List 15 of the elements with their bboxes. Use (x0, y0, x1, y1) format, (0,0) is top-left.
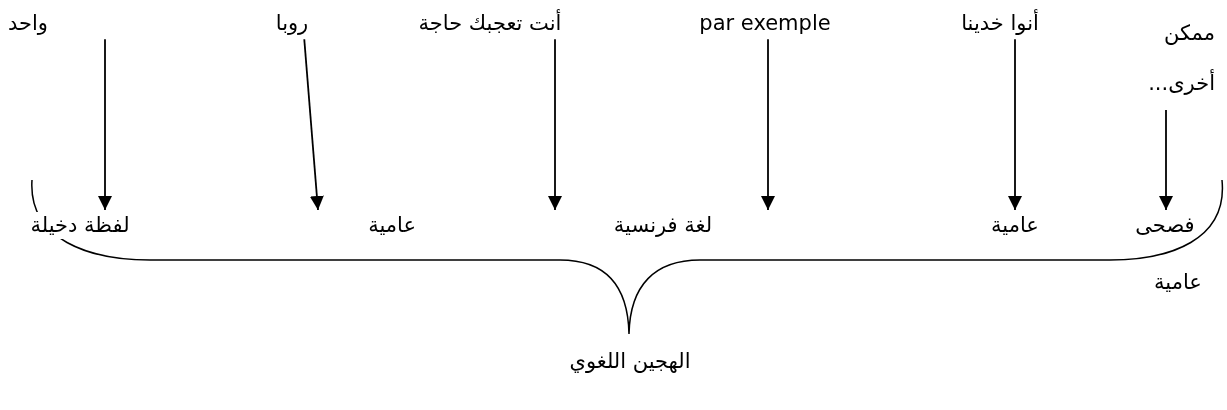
arrow (761, 38, 775, 211)
arrow (303, 38, 324, 211)
word-text: par exemple (699, 10, 831, 38)
arrow (1008, 38, 1022, 211)
category-label: الهجين اللغوي (569, 348, 691, 375)
arrow (98, 38, 112, 211)
word-text: لفظة دخيلة (30, 212, 130, 240)
category-label: عامية (1154, 269, 1202, 296)
arrow (548, 38, 562, 211)
word-text: ممكن أخرى... (1103, 8, 1215, 108)
word-text: أنت تعجبك حاجة (418, 10, 562, 38)
arrow (1159, 109, 1173, 211)
word-text: واحد (8, 10, 113, 38)
word-text: أنوا خدينا (961, 10, 1039, 38)
word-text: روبا (275, 10, 309, 38)
